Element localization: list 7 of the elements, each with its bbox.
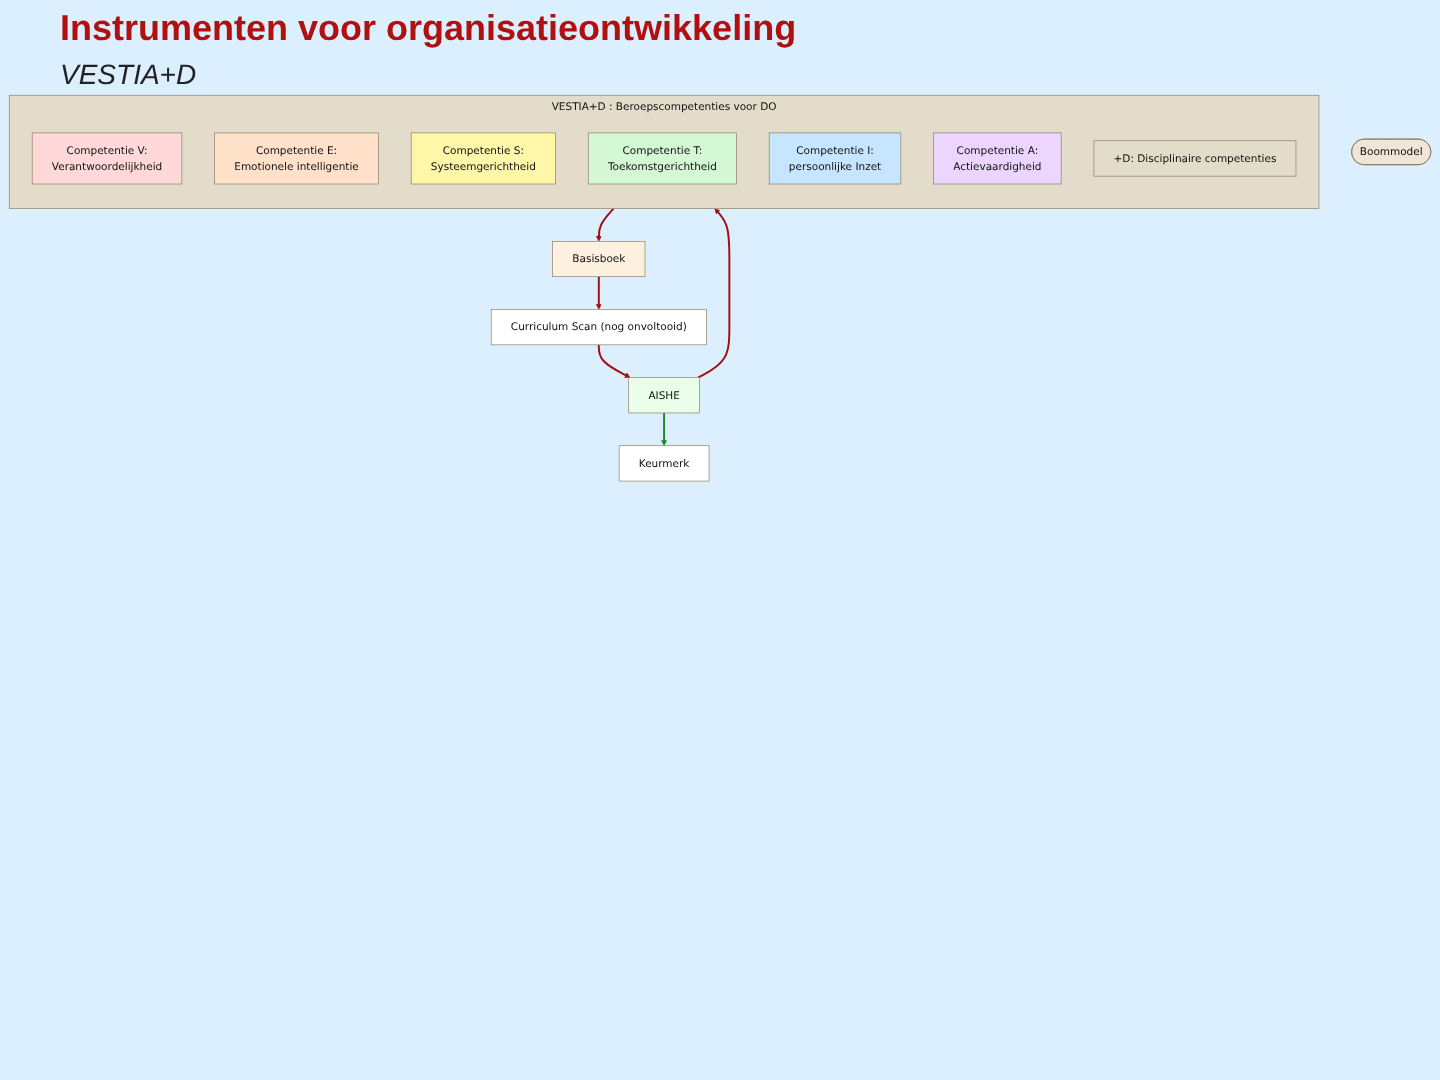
diagram-title: Instrumenten voor organisatieontwikkeling — [60, 8, 799, 50]
arrow — [661, 411, 667, 446]
arrow — [595, 207, 615, 242]
arrow — [597, 343, 631, 378]
node-caption: VESTIA+D — [60, 58, 197, 90]
arrow — [697, 208, 731, 379]
arrow — [595, 275, 602, 310]
